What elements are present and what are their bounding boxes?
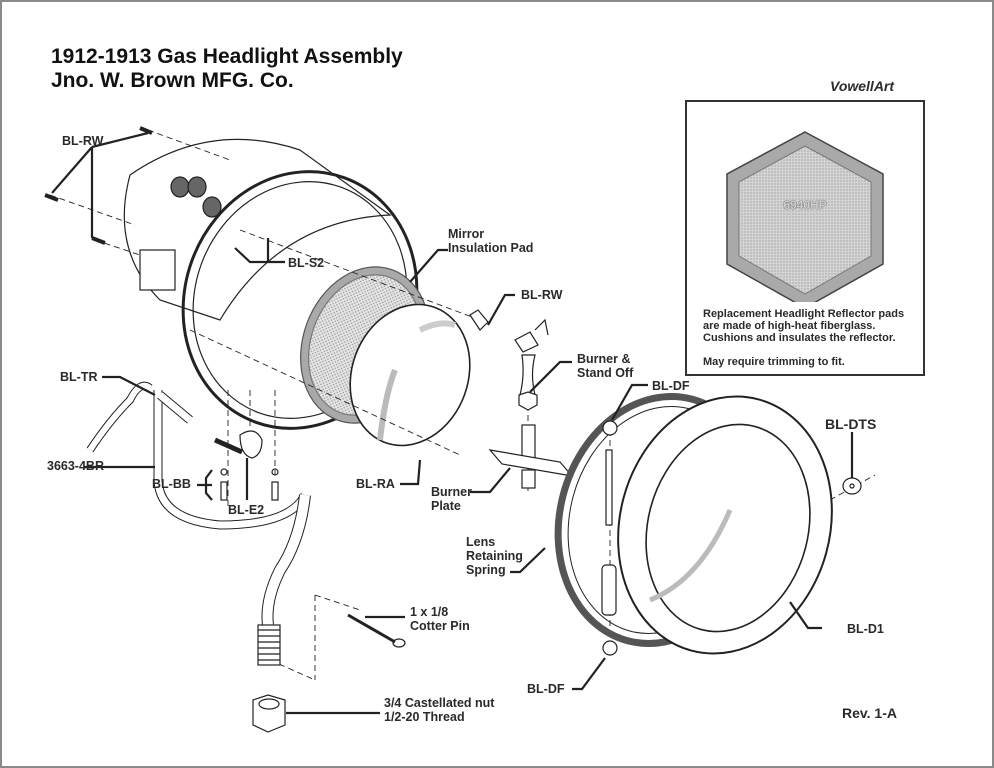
hexagon-pad-icon (726, 131, 884, 302)
cotter-pin (347, 613, 406, 648)
reflector-clip (469, 309, 489, 331)
pad-part-number: 6940HP (783, 198, 827, 212)
callout-burner-standoff: Burner &Stand Off (577, 352, 634, 380)
callout-bl-s2: BL-S2 (288, 256, 325, 270)
info-note: May require trimming to fit. (703, 356, 845, 368)
reflector-bl-ra (349, 303, 471, 447)
callout-bl-rw-rear: BL-RW (62, 134, 104, 148)
headlight-housing (123, 138, 392, 321)
title-line-2: Jno. W. Brown MFG. Co. (51, 69, 294, 92)
page-title: 1912-1913 Gas Headlight Assembly Jno. W.… (51, 45, 403, 93)
callout-bl-df-bottom: BL-DF (527, 682, 565, 696)
burner-standoff (488, 318, 574, 489)
rear-screws (44, 126, 153, 245)
callout-bl-bb: BL-BB (152, 477, 191, 491)
callout-bl-ra: BL-RA (356, 477, 395, 491)
callout-3663-4br: 3663-4BR (47, 459, 104, 473)
info-line: Cushions and insulates the reflector. (703, 332, 896, 344)
leader-lines (51, 131, 854, 715)
info-line: are made of high-heat fiberglass. (703, 320, 876, 332)
reflector-pad-info-box: 6940HP Replacement Headlight Reflector p… (685, 100, 925, 376)
brand-signature: VowellArt (830, 78, 895, 94)
callout-bl-tr: BL-TR (60, 370, 98, 384)
elbow-bl-e2 (213, 430, 279, 501)
callout-bl-rw-clip: BL-RW (521, 288, 563, 302)
callout-bl-d1: BL-D1 (847, 622, 884, 636)
info-description: Replacement Headlight Reflector pads are… (703, 308, 904, 368)
burner-tube (86, 381, 311, 666)
callout-bl-df-top: BL-DF (652, 379, 690, 393)
hinge (601, 420, 618, 656)
callout-bl-dts: BL-DTS (825, 416, 877, 432)
revision-label: Rev. 1-A (842, 705, 897, 721)
castellated-nut (252, 694, 286, 733)
title-line-1: 1912-1913 Gas Headlight Assembly (51, 45, 403, 68)
info-line: Replacement Headlight Reflector pads (703, 308, 905, 320)
door-thumb-screw (842, 477, 862, 495)
door-bl-d1 (617, 395, 833, 655)
callout-bl-e2: BL-E2 (228, 503, 265, 517)
